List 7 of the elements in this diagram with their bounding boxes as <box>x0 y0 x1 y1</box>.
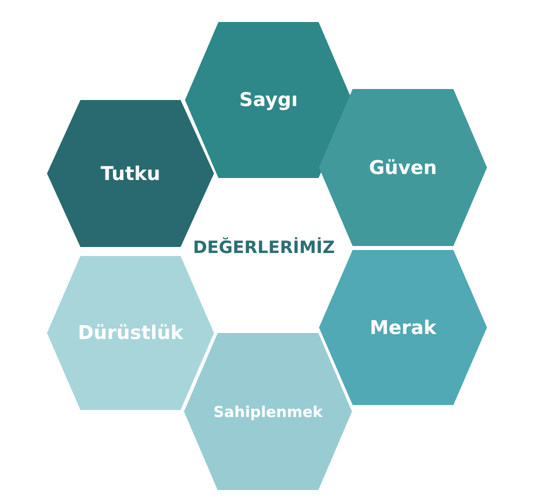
hexagon-label: Tutku <box>100 162 162 184</box>
hexagon-label: Güven <box>368 156 438 178</box>
title: DEĞERLERİMİZ <box>193 238 335 258</box>
hexagon-label: Dürüstlük <box>76 322 184 344</box>
hexagon-label: Sahiplenmek <box>212 402 324 420</box>
hexagon-label: Saygı <box>238 89 299 111</box>
hexagon-label: Merak <box>368 316 438 338</box>
